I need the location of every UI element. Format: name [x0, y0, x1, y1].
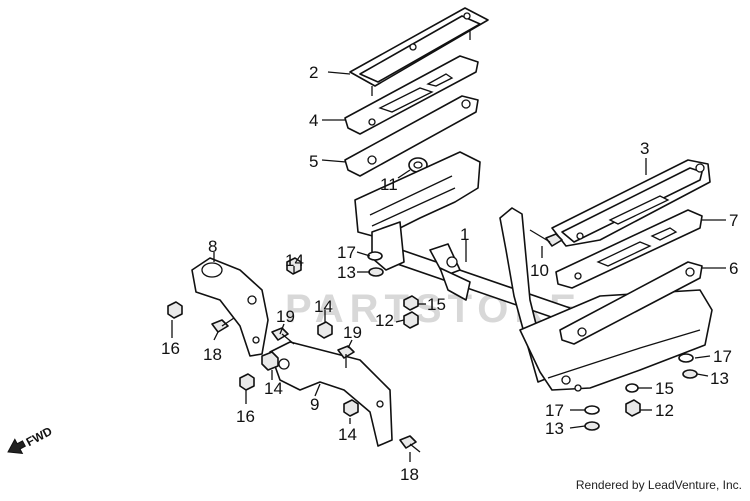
nut-13-center [368, 267, 384, 277]
part-5-plate [344, 95, 479, 177]
callout-6: 6 [729, 259, 738, 278]
callout-11: 11 [380, 175, 398, 194]
callout-12-center: 12 [375, 311, 394, 330]
collar-15-center [403, 295, 419, 311]
callout-12-lower: 12 [655, 401, 674, 420]
callout-18-lower: 18 [400, 465, 419, 484]
nut-13-right [682, 369, 698, 379]
callout-15-lower: 15 [655, 379, 674, 398]
part-9-bracket [269, 341, 393, 447]
callout-19-b: 19 [343, 323, 362, 342]
callout-9: 9 [310, 395, 319, 414]
callout-13-center: 13 [337, 263, 356, 282]
callout-13-lower: 13 [545, 419, 564, 438]
callout-13-right: 13 [710, 369, 729, 388]
washer-17-center [367, 251, 383, 261]
callout-3: 3 [640, 139, 649, 158]
callout-4: 4 [309, 111, 318, 130]
collar-15-lower [625, 383, 639, 393]
callout-7: 7 [729, 211, 738, 230]
callout-10: 10 [530, 261, 549, 280]
nut-13-lower [584, 421, 600, 431]
callout-14-c: 14 [264, 379, 283, 398]
bolt-18-lower [399, 435, 421, 453]
part-8-bracket [191, 257, 269, 357]
bolt-12-lower [625, 399, 641, 417]
nut-14-c [261, 351, 279, 371]
bolt-18-upper [211, 317, 235, 333]
callout-17-center: 17 [337, 243, 356, 262]
part-6-plate [559, 261, 703, 345]
bolt-19-b [337, 345, 355, 368]
callout-labels: 2 4 5 11 1 3 7 6 10 8 14 14 17 13 15 12 … [161, 63, 738, 484]
callout-16-lower: 16 [236, 407, 255, 426]
fwd-label: FWD [24, 424, 55, 449]
callout-1: 1 [460, 225, 469, 244]
part-4-plate [344, 55, 479, 135]
callout-18-upper: 18 [203, 345, 222, 364]
render-credit: Rendered by LeadVenture, Inc. [575, 478, 742, 492]
bolt-12-center [403, 311, 419, 329]
callout-5: 5 [309, 152, 318, 171]
leader-lines [171, 71, 726, 462]
part-7-plate [555, 209, 703, 289]
nut-14-d [343, 399, 359, 417]
callout-8: 8 [208, 237, 217, 256]
nut-16-upper [167, 301, 183, 319]
callout-15-center: 15 [427, 295, 446, 314]
nut-14-b [317, 321, 333, 339]
callout-2: 2 [309, 63, 318, 82]
callout-19-a: 19 [276, 307, 295, 326]
part-1-main-frame [354, 151, 713, 392]
part-3-plate [551, 159, 711, 247]
fwd-arrow-icon [7, 438, 26, 455]
callout-17-right: 17 [713, 347, 732, 366]
callout-14-a: 14 [285, 251, 304, 270]
fwd-direction-indicator: FWD [7, 424, 55, 455]
callout-14-b: 14 [314, 297, 333, 316]
washer-17-right [678, 353, 694, 363]
washer-17-lower [584, 405, 600, 415]
callout-17-lower: 17 [545, 401, 564, 420]
nut-16-lower [239, 373, 255, 391]
bolt-10 [529, 229, 563, 247]
callout-14-d: 14 [338, 425, 357, 444]
part-2-plate [349, 7, 489, 96]
callout-16-upper: 16 [161, 339, 180, 358]
